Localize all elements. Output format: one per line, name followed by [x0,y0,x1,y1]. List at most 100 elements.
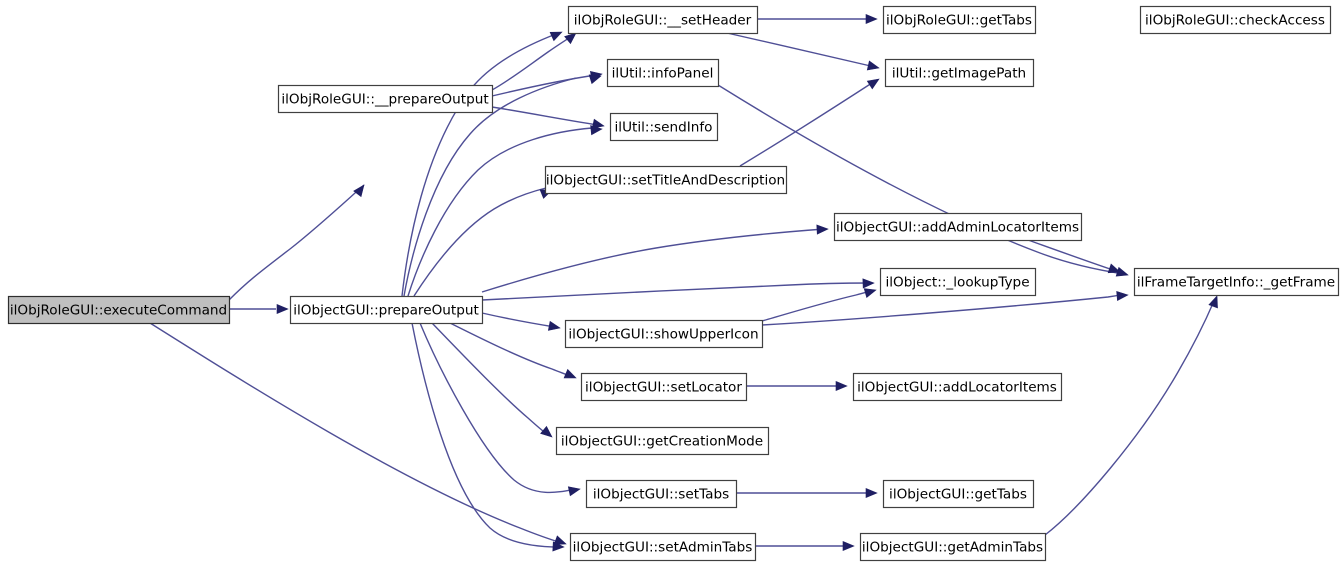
node-box[interactable] [884,58,1035,88]
graph-node[interactable]: ilObjectGUI::prepareOutput [289,295,484,325]
graph-node-root[interactable]: ilObjRoleGUI::executeCommand [7,295,231,325]
call-edge [403,77,577,297]
arrow-head-icon [1208,295,1218,309]
call-edge [761,293,1125,326]
call-edge [491,35,573,91]
node-label: ilObjectGUI::addLocatorItems [857,380,1057,396]
arrow-head-icon [563,368,577,379]
call-edge [401,33,557,297]
call-edge [449,322,573,378]
node-box[interactable] [544,165,788,195]
node-label: ilObjRoleGUI::checkAccess [1145,13,1325,29]
graph-node[interactable]: ilFrameTargetInfo::_getFrame [1133,267,1340,297]
arrow-head-icon [276,303,289,315]
graph-node[interactable]: ilObjRoleGUI::__setHeader [567,5,759,35]
node-box[interactable] [882,479,1035,509]
arrow-head-icon [547,320,561,331]
arrow-head-icon [816,224,829,235]
graph-node[interactable]: ilObject::_lookupType [879,267,1037,297]
node-label: ilObjRoleGUI::getTabs [886,13,1032,29]
node-box[interactable] [567,5,759,35]
node-box[interactable] [859,532,1047,562]
nodes-layer: ilObjRoleGUI::executeCommand ilObjRoleGUI… [7,5,1340,562]
arrow-head-icon [862,278,875,289]
node-label: ilObjectGUI::prepareOutput [293,303,479,319]
arrow-head-icon [866,78,880,90]
graph-node[interactable]: ilObjectGUI::getCreationMode [555,426,770,456]
node-box[interactable] [882,5,1037,35]
call-edge [149,322,563,544]
graph-node[interactable]: ilUtil::getImagePath [884,58,1035,88]
arrow-head-icon [567,486,581,497]
node-label: ilObjRoleGUI::__setHeader [574,13,752,29]
arrow-head-icon [549,31,563,42]
call-edge [1027,239,1117,272]
node-box[interactable] [569,532,757,562]
arrow-head-icon [835,380,848,392]
node-label: ilObjectGUI::getAdminTabs [862,540,1043,556]
arrow-head-icon [842,540,855,552]
node-box[interactable] [7,295,231,325]
graph-node[interactable]: ilObjRoleGUI::getTabs [882,5,1037,35]
call-edge [419,322,577,494]
node-label: ilUtil::infoPanel [612,66,714,82]
node-box[interactable] [585,479,738,509]
call-edge [407,127,593,297]
node-box[interactable] [564,319,764,349]
graph-node[interactable]: ilObjRoleGUI::__prepareOutput [277,84,494,114]
node-box[interactable] [555,426,770,456]
arrow-head-icon [1115,266,1129,277]
call-edge [228,184,365,301]
arrow-head-icon [863,288,877,298]
node-label: ilObjectGUI::setTitleAndDescription [546,173,785,189]
graph-node[interactable]: ilObjectGUI::addLocatorItems [852,372,1063,402]
node-box[interactable] [609,112,719,142]
node-label: ilObjRoleGUI::executeCommand [10,303,227,319]
node-box[interactable] [289,295,484,325]
node-box[interactable] [277,84,494,114]
call-edge [1044,300,1215,536]
graph-node[interactable]: ilObjectGUI::showUpperIcon [564,319,764,349]
node-box[interactable] [852,372,1063,402]
arrow-head-icon [866,60,880,71]
node-label: ilObjectGUI::addAdminLocatorItems [836,220,1079,236]
node-label: ilObject::_lookupType [885,275,1029,291]
graph-node[interactable]: ilObjectGUI::addAdminLocatorItems [833,212,1083,242]
call-edge [491,106,599,126]
graph-node[interactable]: ilObjectGUI::getTabs [882,479,1035,509]
call-edge [413,187,547,297]
graph-node[interactable]: ilObjectGUI::getAdminTabs [859,532,1047,562]
graph-node[interactable]: ilUtil::sendInfo [609,112,719,142]
node-box[interactable] [1133,267,1340,297]
graph-node[interactable]: ilObjectGUI::setAdminTabs [569,532,757,562]
arrow-head-icon [553,535,567,545]
node-label: ilObjectGUI::getTabs [889,487,1027,503]
arrow-head-icon [552,541,565,552]
call-edge [481,228,825,293]
node-label: ilObjRoleGUI::__prepareOutput [281,92,488,108]
arrow-head-icon [353,184,365,198]
graph-node[interactable]: ilObjectGUI::setTitleAndDescription [544,165,788,195]
arrow-head-icon [1116,290,1129,302]
node-label: ilUtil::sendInfo [615,120,713,136]
graph-node[interactable]: ilObjectGUI::setTabs [585,479,738,509]
node-box[interactable] [606,58,720,88]
graph-node[interactable]: ilUtil::infoPanel [606,58,720,88]
node-label: ilUtil::getImagePath [892,66,1026,82]
node-box[interactable] [879,267,1037,297]
call-edge [761,289,875,322]
call-edge [491,74,597,97]
graph-node[interactable]: ilObjRoleGUI::checkAccess [1139,5,1332,35]
call-edge [726,32,876,68]
call-edge [739,80,876,167]
node-box[interactable] [833,212,1083,242]
arrow-head-icon [564,32,577,45]
node-label: ilFrameTargetInfo::_getFrame [1137,275,1335,291]
node-box[interactable] [580,372,748,402]
node-box[interactable] [1139,5,1332,35]
graph-node[interactable]: ilObjectGUI::setLocator [580,372,748,402]
arrow-head-icon [540,425,553,438]
call-edge [481,282,871,301]
